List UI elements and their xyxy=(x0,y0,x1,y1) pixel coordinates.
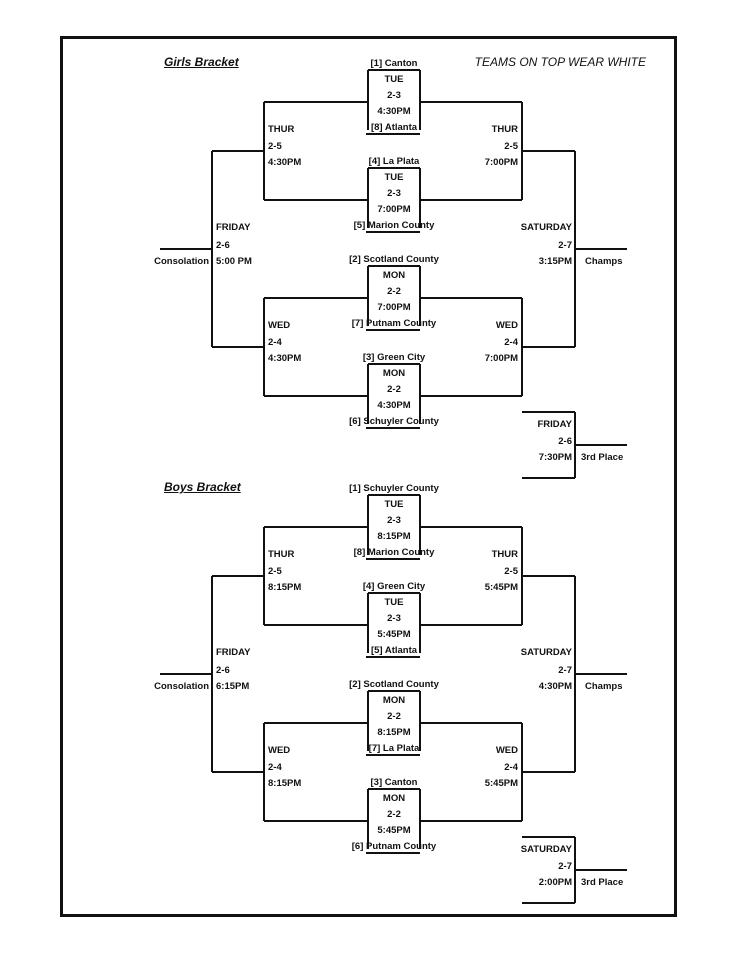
game-date: 2-2 xyxy=(387,711,401,722)
team-top: [3] Green City xyxy=(362,352,426,363)
third-day: SATURDAY xyxy=(520,844,572,855)
semi-time: 8:15PM xyxy=(268,582,302,593)
third-label: 3rd Place xyxy=(581,877,624,888)
champ-date: 2-7 xyxy=(558,665,572,676)
game-day: TUE xyxy=(384,172,404,183)
third-day: FRIDAY xyxy=(537,419,573,430)
game-time: 5:45PM xyxy=(377,629,411,640)
champ-label: Champs xyxy=(585,256,623,267)
semi-day: WED xyxy=(268,320,291,331)
semi-time: 4:30PM xyxy=(268,353,302,364)
game-date: 2-2 xyxy=(387,809,401,820)
team-bottom: [7] La Plata xyxy=(368,743,420,754)
semi-day: WED xyxy=(495,320,518,331)
consolation-label: Consolation xyxy=(154,681,209,692)
consolation-day: FRIDAY xyxy=(216,222,251,233)
champ-label: Champs xyxy=(585,681,623,692)
game-time: 4:30PM xyxy=(377,400,411,411)
semi-date: 2-5 xyxy=(268,566,282,577)
game-date: 2-3 xyxy=(387,90,401,101)
game-time: 5:45PM xyxy=(377,825,411,836)
game-time: 7:00PM xyxy=(377,302,411,313)
game-time: 4:30PM xyxy=(377,106,411,117)
third-date: 2-7 xyxy=(558,861,572,872)
champ-time: 4:30PM xyxy=(538,681,572,692)
consolation-day: FRIDAY xyxy=(216,647,251,658)
game-day: MON xyxy=(382,270,406,281)
wear-white-note: TEAMS ON TOP WEAR WHITE xyxy=(474,55,646,69)
game-date: 2-2 xyxy=(387,384,401,395)
consolation-time: 5:00 PM xyxy=(216,256,252,267)
semi-day: THUR xyxy=(491,124,518,135)
team-bottom: [5] Atlanta xyxy=(370,645,418,656)
semi-date: 2-5 xyxy=(504,566,518,577)
team-top: [4] Green City xyxy=(362,581,426,592)
champ-time: 3:15PM xyxy=(538,256,572,267)
game-time: 7:00PM xyxy=(377,204,411,215)
team-bottom: [8] Atlanta xyxy=(370,122,418,133)
game-date: 2-3 xyxy=(387,188,401,199)
team-bottom: [5] Marion County xyxy=(353,220,435,231)
game-date: 2-3 xyxy=(387,613,401,624)
semi-time: 7:00PM xyxy=(484,157,518,168)
semi-day: THUR xyxy=(491,549,518,560)
girls-bracket-title: Girls Bracket xyxy=(164,55,239,69)
third-time: 7:30PM xyxy=(538,452,572,463)
semi-date: 2-4 xyxy=(504,337,518,348)
semi-date: 2-5 xyxy=(268,141,282,152)
team-bottom: [6] Putnam County xyxy=(351,841,437,852)
champ-day: SATURDAY xyxy=(520,647,572,658)
team-top: [3] Canton xyxy=(370,777,418,788)
game-day: TUE xyxy=(384,74,404,85)
champ-day: SATURDAY xyxy=(520,222,572,233)
consolation-date: 2-6 xyxy=(216,240,230,251)
game-time: 8:15PM xyxy=(377,531,411,542)
team-bottom: [7] Putnam County xyxy=(351,318,437,329)
semi-time: 7:00PM xyxy=(484,353,518,364)
team-top: [2] Scotland County xyxy=(349,254,439,265)
semi-day: WED xyxy=(268,745,291,756)
semi-time: 8:15PM xyxy=(268,778,302,789)
semi-date: 2-4 xyxy=(504,762,518,773)
semi-day: THUR xyxy=(268,124,295,135)
game-date: 2-2 xyxy=(387,286,401,297)
game-date: 2-3 xyxy=(387,515,401,526)
semi-date: 2-5 xyxy=(504,141,518,152)
game-day: TUE xyxy=(384,499,404,510)
team-top: [1] Schuyler County xyxy=(349,483,439,494)
semi-date: 2-4 xyxy=(268,337,282,348)
third-date: 2-6 xyxy=(558,436,572,447)
third-label: 3rd Place xyxy=(581,452,624,463)
team-top: [1] Canton xyxy=(370,58,418,69)
team-top: [2] Scotland County xyxy=(349,679,439,690)
game-time: 8:15PM xyxy=(377,727,411,738)
game-day: TUE xyxy=(384,597,404,608)
game-day: MON xyxy=(382,368,406,379)
consolation-label: Consolation xyxy=(154,256,209,267)
third-time: 2:00PM xyxy=(538,877,572,888)
game-day: MON xyxy=(382,695,406,706)
semi-date: 2-4 xyxy=(268,762,282,773)
semi-day: THUR xyxy=(268,549,295,560)
champ-date: 2-7 xyxy=(558,240,572,251)
consolation-date: 2-6 xyxy=(216,665,230,676)
game-day: MON xyxy=(382,793,406,804)
boys-bracket-title: Boys Bracket xyxy=(164,480,241,494)
semi-time: 5:45PM xyxy=(484,582,518,593)
consolation-time: 6:15PM xyxy=(216,681,250,692)
semi-time: 4:30PM xyxy=(268,157,302,168)
semi-day: WED xyxy=(495,745,518,756)
team-bottom: [6] Schuyler County xyxy=(349,416,439,427)
team-bottom: [8] Marion County xyxy=(353,547,435,558)
semi-time: 5:45PM xyxy=(484,778,518,789)
team-top: [4] La Plata xyxy=(368,156,420,167)
